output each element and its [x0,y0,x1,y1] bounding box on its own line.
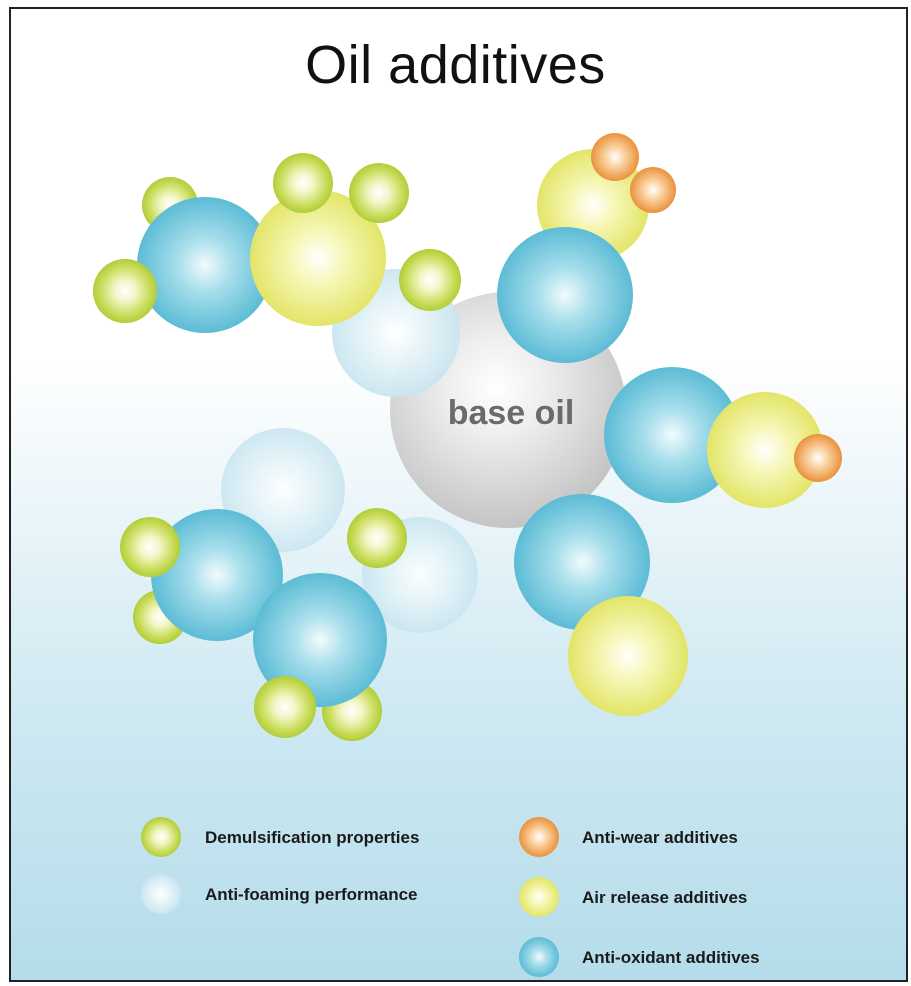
anti-oxidant-sphere [137,197,273,333]
demulsification-sphere [349,163,409,223]
demulsification-sphere [120,517,180,577]
blue-sphere-icon [519,937,559,977]
legend-item-air-release: Air release additives [519,877,747,917]
legend-label: Air release additives [582,888,747,907]
legend-label: Demulsification properties [205,828,419,847]
demulsification-sphere [254,676,316,738]
legend-label: Anti-oxidant additives [582,948,760,967]
green-sphere-icon [141,817,181,857]
base-oil-label: base oil [448,394,575,432]
anti-oxidant-sphere [151,509,283,641]
anti-wear-sphere [794,434,842,482]
air-release-sphere [568,596,688,716]
anti-oxidant-sphere [514,494,650,630]
anti-oxidant-sphere [497,227,633,363]
demulsification-sphere [273,153,333,213]
anti-wear-sphere [630,167,676,213]
diagram-title: Oil additives [305,35,606,95]
legend: Demulsification properties Anti-foaming … [141,817,760,977]
anti-oxidant-sphere [604,367,740,503]
yellow-sphere-icon [519,877,559,917]
legend-item-anti-oxidant: Anti-oxidant additives [519,937,760,977]
pale-blue-sphere-icon [141,874,181,914]
legend-label: Anti-wear additives [582,828,738,847]
orange-sphere-icon [519,817,559,857]
anti-oxidant-sphere [253,573,387,707]
legend-item-anti-wear: Anti-wear additives [519,817,738,857]
air-release-sphere [707,392,823,508]
demulsification-sphere [93,259,157,323]
anti-wear-sphere [591,133,639,181]
legend-item-demulsification: Demulsification properties [141,817,419,857]
legend-item-anti-foaming: Anti-foaming performance [141,874,418,914]
air-release-sphere [250,190,386,326]
legend-label: Anti-foaming performance [205,885,418,904]
demulsification-sphere [399,249,461,311]
demulsification-sphere [347,508,407,568]
